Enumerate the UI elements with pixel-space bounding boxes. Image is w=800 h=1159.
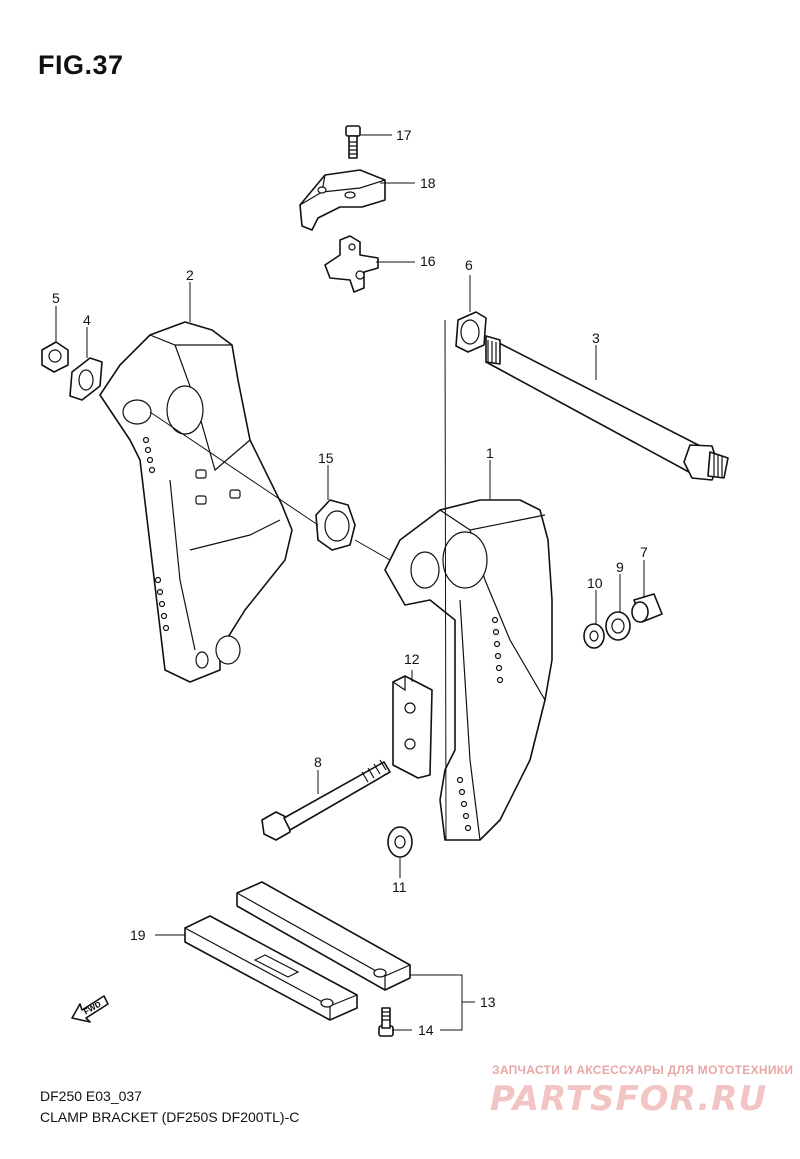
- part-10-washer: [583, 623, 605, 649]
- callout-13: 13: [480, 994, 496, 1010]
- part-14-bolt: [378, 1007, 394, 1037]
- part-1-clamp-bracket-right: [384, 499, 553, 841]
- part-4-washer: [69, 357, 103, 401]
- callout-labels: 17 18 16 6 3 2 5 4 15 1 10 9 7 12 8 11 1…: [52, 127, 648, 1038]
- part-8-bolt: [261, 759, 391, 841]
- callout-2: 2: [186, 267, 194, 283]
- part-2-clamp-bracket-left: [99, 321, 293, 683]
- figure-title: FIG.37: [38, 50, 124, 80]
- part-19-anode-block: [184, 915, 358, 1021]
- part-15-bushing: [315, 499, 356, 551]
- callout-9: 9: [616, 559, 624, 575]
- part-16-bracket: [324, 235, 379, 293]
- part-6-washer: [455, 311, 487, 353]
- callout-19: 19: [130, 927, 146, 943]
- callout-12: 12: [404, 651, 420, 667]
- callout-17: 17: [396, 127, 412, 143]
- figure-code: DF250 E03_037: [40, 1088, 142, 1104]
- callout-1: 1: [486, 445, 494, 461]
- leader-lines: [55, 134, 645, 1031]
- callout-4: 4: [83, 312, 91, 328]
- callout-10: 10: [587, 575, 603, 591]
- callout-5: 5: [52, 290, 60, 306]
- part-5-nut: [41, 341, 69, 373]
- part-3-tilt-tube: [485, 335, 729, 481]
- callout-16: 16: [420, 253, 436, 269]
- part-11-washer: [387, 826, 413, 858]
- callout-6: 6: [465, 257, 473, 273]
- figure-caption: CLAMP BRACKET (DF250S DF200TL)-C: [40, 1109, 300, 1125]
- callout-18: 18: [420, 175, 436, 191]
- part-17-bolt: [345, 125, 361, 159]
- watermark-tagline: ЗАПЧАСТИ И АКСЕССУАРЫ ДЛЯ МОТОТЕХНИКИ: [492, 1063, 794, 1077]
- fwd-arrow-icon: FWD: [71, 995, 109, 1023]
- callout-11: 11: [392, 879, 407, 895]
- callout-8: 8: [314, 754, 322, 770]
- part-9-collar: [605, 611, 631, 641]
- callout-7: 7: [640, 544, 648, 560]
- part-7-spacer: [631, 593, 663, 623]
- watermark-logo: PARTSFOR.RU: [490, 1079, 768, 1119]
- callout-3: 3: [592, 330, 600, 346]
- part-12-plate: [392, 675, 433, 779]
- part-13-anode-block: [236, 881, 411, 991]
- callout-15: 15: [318, 450, 334, 466]
- callout-14: 14: [418, 1022, 434, 1038]
- part-18-cover: [299, 169, 386, 231]
